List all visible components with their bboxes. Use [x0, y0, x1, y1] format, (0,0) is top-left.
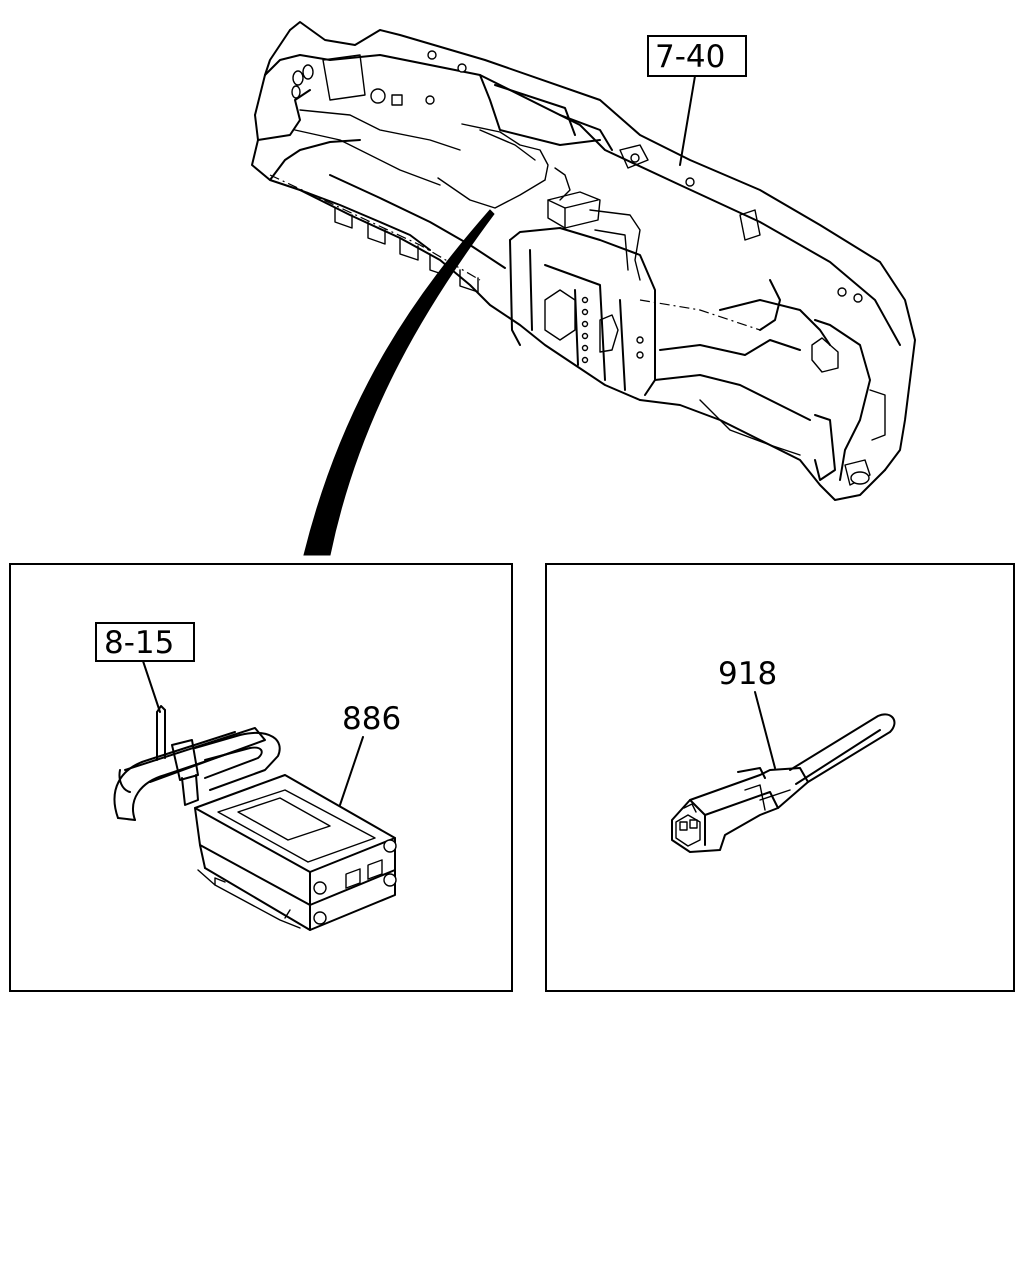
part-label-886: 886	[342, 701, 401, 737]
callout-918: 918	[718, 656, 777, 769]
control-unit-module-icon	[113, 705, 397, 931]
harness-connector-icon	[671, 713, 896, 853]
callout-7-40: 7-40	[647, 35, 747, 166]
callout-8-15: 8-15	[95, 622, 195, 713]
detail-pointer	[303, 209, 495, 556]
callout-label-8-15: 8-15	[104, 625, 174, 661]
callout-label-7-40: 7-40	[655, 39, 725, 75]
detail-panel-right	[545, 563, 1015, 992]
instrument-panel-frame-icon	[251, 21, 916, 501]
detail-panel-left	[9, 563, 513, 992]
part-label-918: 918	[718, 656, 777, 692]
callout-886: 886	[339, 701, 401, 806]
